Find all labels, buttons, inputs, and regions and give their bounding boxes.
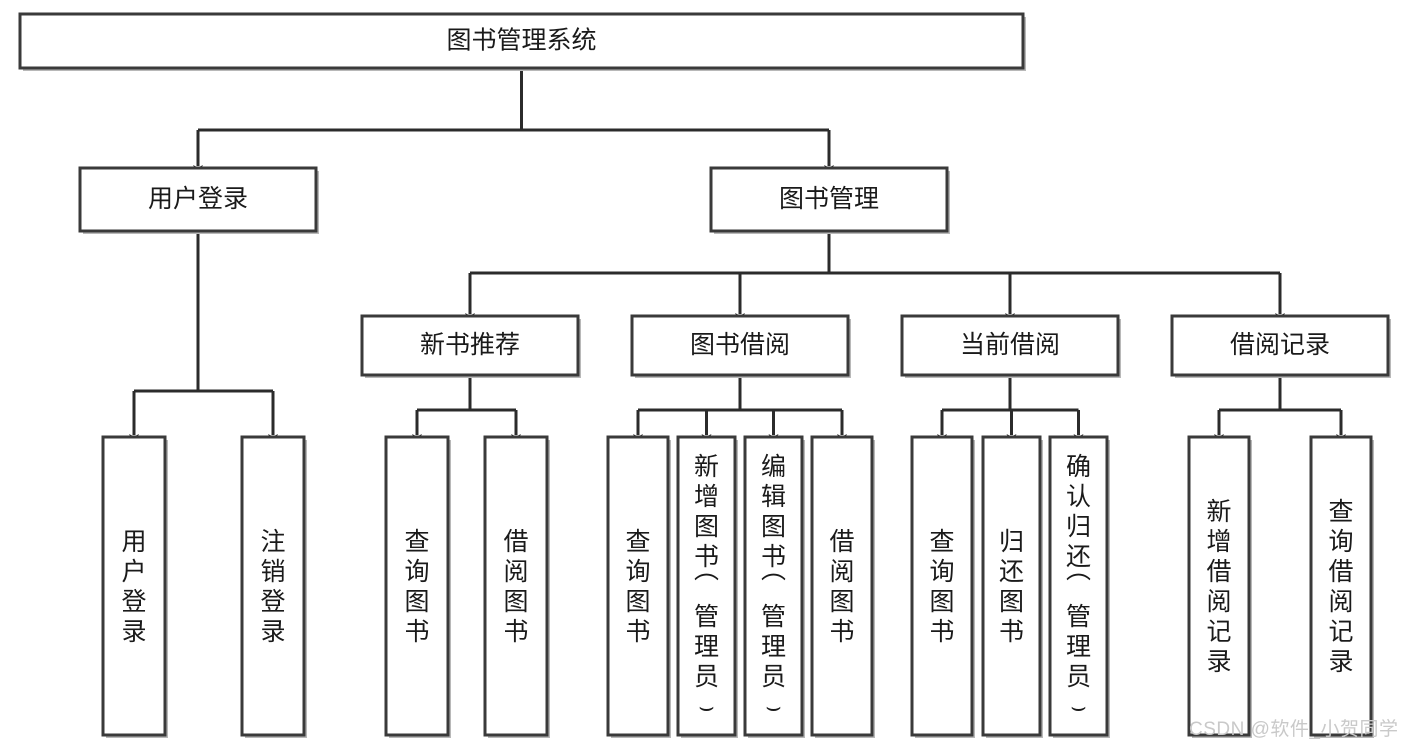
- node-label: 借阅图书: [829, 528, 854, 646]
- node-label: 查询图书: [404, 528, 429, 646]
- node-label: 图书管理: [779, 185, 879, 213]
- node-leaf2: 注销登录: [240, 435, 307, 738]
- node-box: [18, 12, 1025, 70]
- node-leaf5: 查询图书: [606, 435, 671, 738]
- node-layer: 图书管理系统用户登录图书管理新书推荐图书借阅当前借阅借阅记录用户登录注销登录查询…: [18, 12, 1391, 738]
- node-leaf6: 新增图书⌒管理员⌣: [676, 435, 738, 738]
- node-label: 归还图书: [999, 528, 1024, 646]
- node-box: [606, 435, 670, 737]
- node-leaf8: 借阅图书: [810, 435, 875, 738]
- node-box: [676, 435, 737, 737]
- node-label: 用户登录: [148, 185, 248, 213]
- node-box: [384, 435, 450, 737]
- node-leaf11: 确认归还⌒管理员⌣: [1048, 435, 1110, 738]
- edge-layer: [129, 68, 1346, 444]
- node-leaf9: 查询图书: [910, 435, 975, 738]
- node-login: 用户登录: [78, 166, 319, 234]
- node-leaf3: 查询图书: [384, 435, 451, 738]
- node-label: 新书推荐: [420, 331, 520, 359]
- node-label: 查询图书: [929, 528, 954, 646]
- node-record: 借阅记录: [1170, 314, 1391, 378]
- node-label: 查询图书: [625, 528, 650, 646]
- node-leaf12: 新增借阅记录: [1187, 435, 1252, 738]
- node-box: [810, 435, 874, 737]
- node-box: [1048, 435, 1109, 737]
- node-borrow: 图书借阅: [630, 314, 851, 378]
- node-label: 图书管理系统: [446, 27, 596, 55]
- node-label: 确认归还⌒管理员⌣: [1066, 453, 1091, 721]
- node-box: [900, 314, 1120, 377]
- node-box: [101, 435, 167, 737]
- node-root: 图书管理系统: [18, 12, 1026, 71]
- node-label: 编辑图书⌒管理员⌣: [761, 453, 786, 721]
- node-box: [1187, 435, 1251, 737]
- node-bookmgmt: 图书管理: [709, 166, 950, 234]
- node-box: [483, 435, 549, 737]
- node-box: [240, 435, 306, 737]
- node-box: [743, 435, 804, 737]
- node-leaf1: 用户登录: [101, 435, 168, 738]
- node-label: 注销登录: [260, 528, 285, 646]
- node-leaf4: 借阅图书: [483, 435, 550, 738]
- node-label: 新增图书⌒管理员⌣: [694, 453, 719, 721]
- node-label: 图书借阅: [690, 331, 790, 359]
- node-label: 当前借阅: [960, 331, 1060, 359]
- node-box: [1309, 435, 1373, 737]
- node-label: 借阅图书: [503, 528, 528, 646]
- node-box: [910, 435, 974, 737]
- watermark-text: CSDN @软件_小贺同学: [1189, 719, 1399, 740]
- node-leaf13: 查询借阅记录: [1309, 435, 1374, 738]
- node-box: [709, 166, 949, 233]
- node-label: 借阅记录: [1230, 331, 1330, 359]
- node-box: [981, 435, 1042, 737]
- node-box: [78, 166, 318, 233]
- node-label: 查询借阅记录: [1328, 498, 1353, 676]
- node-leaf10: 归还图书: [981, 435, 1043, 738]
- node-box: [630, 314, 850, 377]
- node-box: [360, 314, 580, 377]
- node-leaf7: 编辑图书⌒管理员⌣: [743, 435, 805, 738]
- node-current: 当前借阅: [900, 314, 1121, 378]
- node-box: [1170, 314, 1390, 377]
- node-newbook: 新书推荐: [360, 314, 581, 378]
- node-label: 新增借阅记录: [1206, 498, 1231, 676]
- node-label: 用户登录: [121, 528, 146, 646]
